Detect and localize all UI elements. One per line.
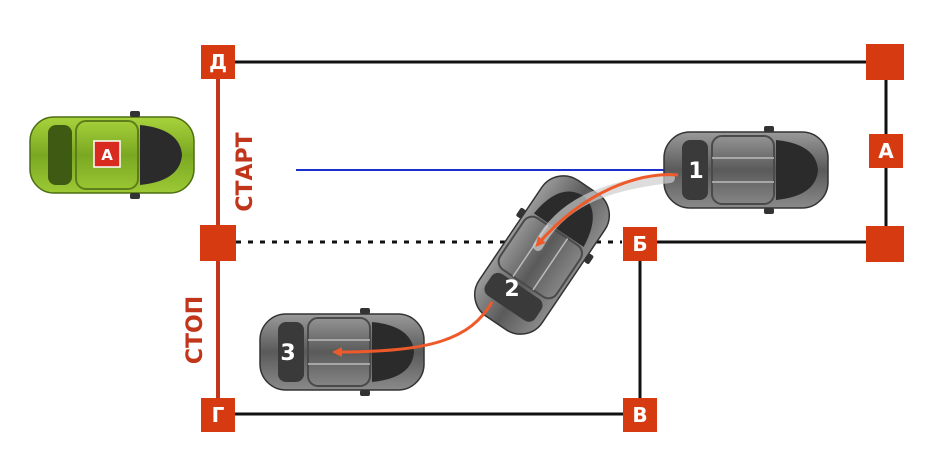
- post-b-label: Б: [632, 232, 647, 256]
- post-top-right: [866, 44, 904, 80]
- car-number-2: 2: [504, 277, 519, 302]
- car-number-3: 3: [280, 341, 295, 366]
- arrow-2-to-3: [332, 301, 494, 357]
- post-d-label: Д: [209, 50, 227, 74]
- car-number-1: 1: [688, 159, 703, 184]
- car-position-1: 1: [663, 125, 829, 215]
- car-position-3: 3: [259, 307, 425, 397]
- post-g: Г: [201, 398, 235, 432]
- post-v: В: [623, 398, 657, 432]
- post-a: А: [869, 134, 903, 168]
- post-g-label: Г: [212, 403, 225, 427]
- post-d: Д: [201, 45, 235, 79]
- post-a-label: А: [878, 139, 894, 163]
- post-middle-left: [200, 225, 236, 261]
- car-badge: [93, 140, 121, 168]
- car-badge-label: А: [101, 146, 113, 164]
- post-b: Б: [623, 227, 657, 261]
- start-label: СТАРТ: [233, 132, 258, 211]
- post-bottom-right: [866, 226, 904, 262]
- arrow-1-to-2: [535, 173, 679, 248]
- stop-label: СТОП: [183, 296, 208, 364]
- post-v-label: В: [632, 403, 647, 427]
- starting-car: А: [29, 111, 195, 199]
